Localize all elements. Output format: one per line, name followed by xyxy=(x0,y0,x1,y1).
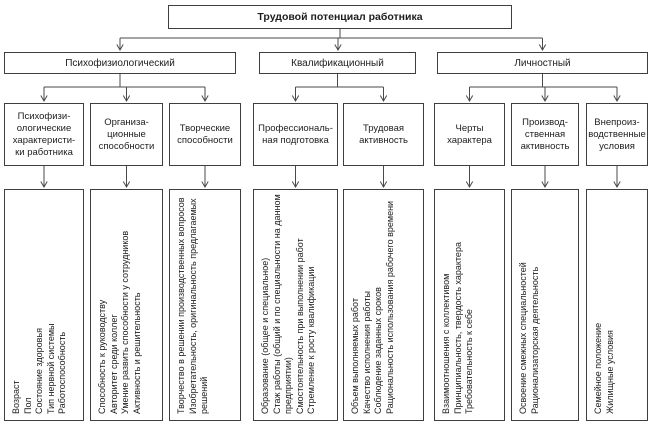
list-item: Взаимоотношения с коллективом xyxy=(441,273,451,414)
list-character-traits: Взаимоотношения с коллективом Принципиал… xyxy=(434,189,505,421)
list-psycho-characteristics: Возраст Пол Состояние здоровья Тип нервн… xyxy=(4,189,84,421)
group-qualification: Квалификационный xyxy=(259,52,416,74)
rotated-list: Освоение смежных специальностей Рационал… xyxy=(512,190,580,420)
rotated-list: Способность к руководству Авторитет сред… xyxy=(91,190,164,420)
group-psychophysiological: Психофизиологический xyxy=(4,52,236,74)
list-item: Смостоятельность при выполнении работ xyxy=(294,238,305,414)
list-item: Стремление к росту квалификации xyxy=(306,266,316,414)
header-psycho-characteristics: Психофизи- ологические характеристи- ки … xyxy=(4,103,84,166)
list-item: Требовательность к себе xyxy=(464,309,474,414)
list-item: Авторитет среди коллег xyxy=(108,314,119,414)
list-item: Тип нервной системы xyxy=(45,323,56,414)
rotated-list: Образование (общее и специальное) Стаж р… xyxy=(254,190,339,420)
list-item: Пол xyxy=(22,397,33,414)
list-item: Рационализаторская деятельность xyxy=(529,266,540,414)
header-non-production-conditions: Внепроиз- водственные условия xyxy=(586,103,648,166)
list-item: Способность к руководству xyxy=(97,299,107,414)
group-personal: Личностный xyxy=(437,52,648,74)
diagram-title: Трудовой потенциал работника xyxy=(168,5,512,29)
rotated-list: Возраст Пол Состояние здоровья Тип нервн… xyxy=(5,190,85,420)
list-item: Работоспособность xyxy=(57,331,67,414)
list-item: Умение развить способности у сотрудников xyxy=(120,230,130,414)
list-item: Освоение смежных специальностей xyxy=(518,262,528,414)
list-item: Жилищные условия xyxy=(604,330,615,414)
rotated-list: Взаимоотношения с коллективом Принципиал… xyxy=(435,190,506,420)
list-non-production-conditions: Семейное положение Жилищные условия xyxy=(586,189,648,421)
list-item: Семейное положение xyxy=(593,322,603,414)
list-item: Творчество в решении производственных во… xyxy=(176,197,186,414)
list-item: Стаж работы (общий и по специальности на… xyxy=(271,194,294,414)
list-labor-activity: Объем выполняемых работ Качество исполне… xyxy=(343,189,424,421)
list-production-activity: Освоение смежных специальностей Рационал… xyxy=(511,189,579,421)
list-item: Принципиальность, твердость характера xyxy=(452,242,463,414)
header-professional-training: Профессиональ- ная подготовка xyxy=(253,103,338,166)
rotated-list: Семейное положение Жилищные условия xyxy=(587,190,649,420)
list-item: Образование (общее и специальное) xyxy=(260,257,270,414)
list-item: Изобретательность, оригинальность предла… xyxy=(187,198,210,414)
list-item: Качество исполнения работы xyxy=(361,291,372,414)
list-item: Рациональность использования рабочего вр… xyxy=(384,200,395,414)
list-creative-abilities: Творчество в решении производственных во… xyxy=(169,189,241,421)
header-character-traits: Черты характера xyxy=(434,103,505,166)
header-creative-abilities: Творческие способности xyxy=(169,103,241,166)
list-professional-training: Образование (общее и специальное) Стаж р… xyxy=(253,189,338,421)
list-item: Соблюдение заданных сроков xyxy=(373,287,383,414)
list-organizational-abilities: Способность к руководству Авторитет сред… xyxy=(90,189,163,421)
header-organizational-abilities: Организа- ционные способности xyxy=(90,103,163,166)
rotated-list: Творчество в решении производственных во… xyxy=(170,190,242,420)
rotated-list: Объем выполняемых работ Качество исполне… xyxy=(344,190,425,420)
list-item: Возраст xyxy=(11,380,21,414)
list-item: Состояние здоровья xyxy=(34,328,44,414)
list-item: Активность и решительность xyxy=(131,292,142,415)
header-labor-activity: Трудовая активность xyxy=(343,103,424,166)
header-production-activity: Производ- ственная активность xyxy=(511,103,579,166)
list-item: Объем выполняемых работ xyxy=(350,298,360,414)
